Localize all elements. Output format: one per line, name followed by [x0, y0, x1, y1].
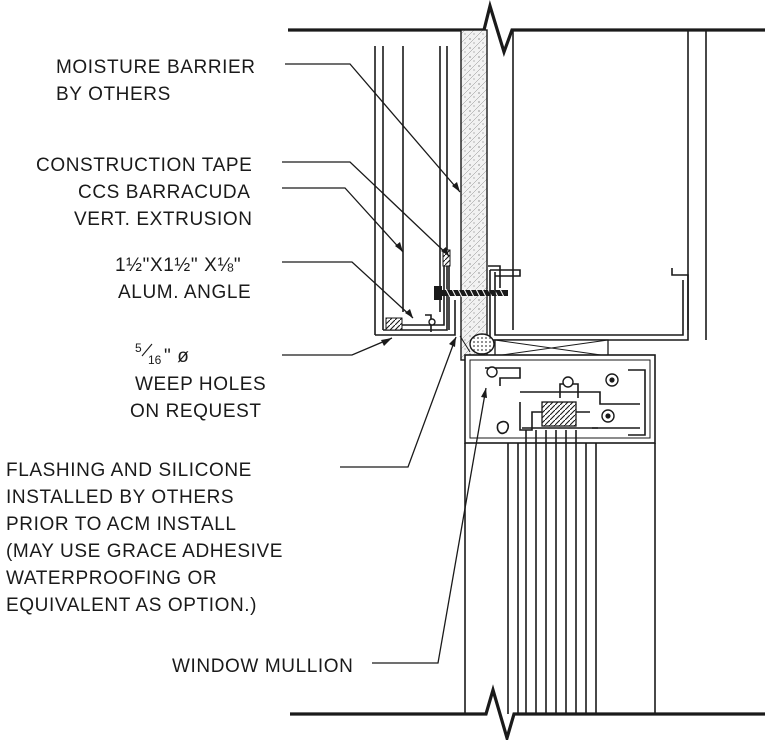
label-construction-tape: CONSTRUCTION TAPE: [36, 155, 252, 176]
label-flashing: FLASHING AND SILICONE INSTALLED BY OTHER…: [6, 460, 283, 616]
label-alum-angle: 1½"X1½" X⅛" ALUM. ANGLE: [115, 255, 251, 303]
window-mullion-text: WINDOW MULLION: [172, 656, 354, 677]
window-frame: [464, 354, 656, 444]
label-window-mullion: WINDOW MULLION: [172, 656, 354, 677]
weep-holes-line-2: ON REQUEST: [130, 401, 262, 422]
vert-extrusion-line-2: VERT. EXTRUSION: [74, 209, 253, 230]
alum-angle-line-2: ALUM. ANGLE: [118, 282, 251, 303]
vert-extrusion-line-1: CCS BARRACUDA: [78, 182, 251, 203]
steel-stud: [489, 30, 707, 341]
label-vert-extrusion: CCS BARRACUDA VERT. EXTRUSION: [74, 182, 253, 230]
sheathing-layer: [460, 29, 488, 361]
flashing-line-2: INSTALLED BY OTHERS: [6, 487, 234, 508]
weep-size-numerator: 5: [135, 341, 142, 355]
vertical-extrusion: [374, 46, 456, 336]
bottom-slab-edge: [290, 684, 765, 740]
label-weep-holes: 5 16 " ø WEEP HOLES ON REQUEST: [130, 341, 266, 422]
construction-tape-text: CONSTRUCTION TAPE: [36, 155, 252, 176]
flashing-line-1: FLASHING AND SILICONE: [6, 460, 252, 481]
window-head-block: [494, 339, 609, 357]
weep-size-denominator: 16: [148, 353, 162, 367]
label-moisture-barrier: MOISTURE BARRIER BY OTHERS: [56, 57, 256, 105]
flashing-line-5: WATERPROOFING OR: [6, 568, 217, 589]
leader-lines: [282, 63, 487, 664]
flashing-line-3: PRIOR TO ACM INSTALL: [6, 514, 237, 535]
weep-size-suffix: " ø: [164, 346, 189, 367]
glazing-unit: [464, 430, 656, 714]
backer-rod: [459, 333, 495, 355]
moisture-barrier-line-1: MOISTURE BARRIER: [56, 57, 256, 78]
weep-holes-line-1: WEEP HOLES: [135, 374, 266, 395]
top-slab-edge: [288, 0, 765, 58]
alum-angle-line-1: 1½"X1½" X⅛": [115, 255, 241, 276]
flashing-line-6: EQUIVALENT AS OPTION.): [6, 595, 257, 616]
moisture-barrier-line-2: BY OTHERS: [56, 84, 171, 105]
flashing-line-4: (MAY USE GRACE ADHESIVE: [6, 541, 283, 562]
